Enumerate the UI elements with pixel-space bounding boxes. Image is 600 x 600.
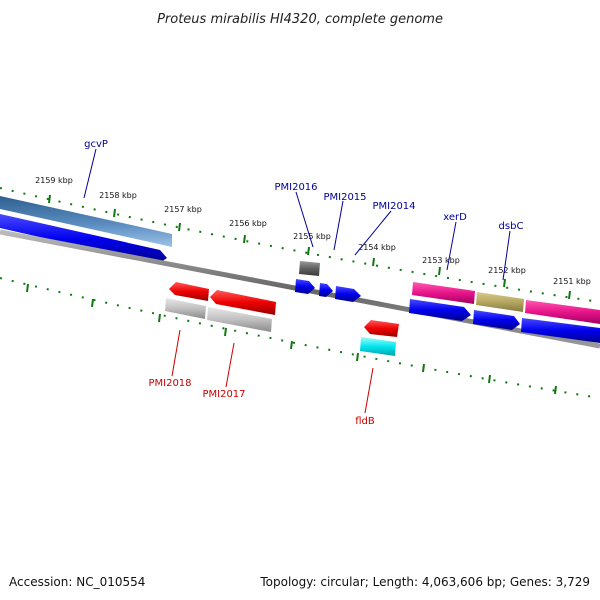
pmi2017-gene-feature[interactable] — [207, 307, 272, 332]
pmi2014-cds-arrow[interactable] — [335, 286, 361, 302]
dsbC-cds-arrow[interactable] — [473, 310, 520, 330]
tick-label: 2153 kbp — [422, 256, 460, 265]
dsbC-gene-feature[interactable] — [476, 292, 524, 312]
tick-label: 2158 kbp — [99, 191, 137, 200]
pmi2016-gene-feature[interactable] — [299, 261, 320, 276]
gene-label-xerD[interactable]: xerD — [443, 212, 467, 223]
gene-label-gcvP[interactable]: gcvP — [84, 139, 108, 150]
gene-label-dsbC[interactable]: dsbC — [499, 221, 524, 232]
gene-label-pmi2018[interactable]: PMI2018 — [148, 378, 191, 389]
gene-label-fldB[interactable]: fldB — [355, 416, 375, 427]
accession-text: Accession: NC_010554 — [9, 575, 145, 589]
gene-label-pmi2016[interactable]: PMI2016 — [274, 182, 317, 193]
label-leaders — [83, 148, 511, 414]
forward-gene-feature-right[interactable] — [525, 300, 600, 324]
scale-tick-labels: 2159 kbp 2158 kbp 2157 kbp 2156 kbp 2155… — [35, 176, 591, 286]
xerD-gene-feature[interactable] — [412, 282, 475, 304]
tick-label: 2156 kbp — [229, 219, 267, 228]
pmi2017-cds-arrow[interactable] — [210, 290, 276, 315]
gcvP-gene-feature[interactable] — [0, 196, 172, 247]
gene-label-pmi2017[interactable]: PMI2017 — [202, 389, 245, 400]
outer-tick-track — [0, 187, 600, 303]
tick-label: 2154 kbp — [358, 243, 396, 252]
forward-cds-arrow-right[interactable] — [521, 318, 600, 343]
gcvP-cds-arrow[interactable] — [0, 214, 167, 264]
fldB-cds-arrow[interactable] — [364, 320, 399, 337]
tick-label: 2151 kbp — [553, 277, 591, 286]
tick-label: 2159 kbp — [35, 176, 73, 185]
fldB-gene-feature[interactable] — [360, 337, 396, 356]
map-title: Proteus mirabilis HI4320, complete genom… — [157, 12, 443, 27]
pmi2018-cds-arrow[interactable] — [169, 282, 209, 301]
tick-label: 2157 kbp — [164, 205, 202, 214]
tick-label: 2152 kbp — [488, 266, 526, 275]
pmi2018-gene-feature[interactable] — [165, 298, 206, 319]
tick-label: 2155 kbp — [293, 232, 331, 241]
pmi2016-cds-arrow[interactable] — [295, 279, 315, 294]
gene-label-pmi2015[interactable]: PMI2015 — [323, 192, 366, 203]
gene-label-pmi2014[interactable]: PMI2014 — [372, 201, 415, 212]
pmi2015-cds-arrow[interactable] — [319, 283, 333, 297]
inner-tick-track — [0, 277, 600, 399]
xerD-cds-arrow[interactable] — [409, 299, 471, 321]
genome-summary-text: Topology: circular; Length: 4,063,606 bp… — [259, 575, 590, 589]
